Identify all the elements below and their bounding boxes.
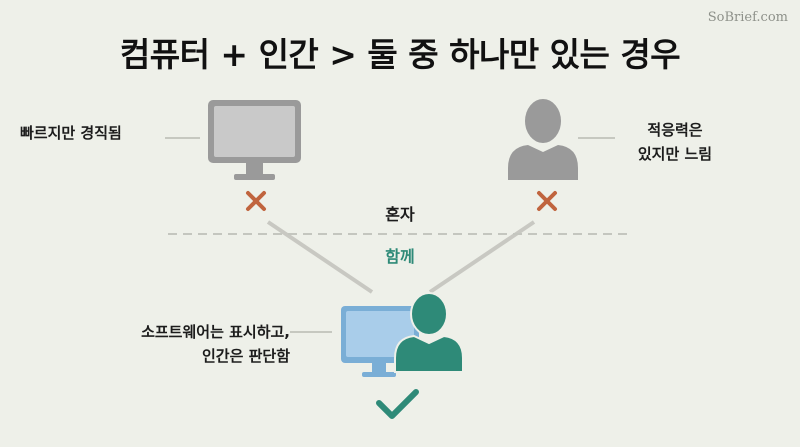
combined-line1: 소프트웨어는 표시하고, xyxy=(141,323,290,341)
x-mark-icon xyxy=(537,191,557,211)
computer-alone-label: 빠르지만 경직됨 xyxy=(20,124,122,142)
human-alone-line1: 적응력은 xyxy=(647,121,703,139)
alone-label: 혼자 xyxy=(385,205,415,224)
human-alone-line2: 있지만 느림 xyxy=(637,145,713,163)
combined-label: 소프트웨어는 표시하고, 인간은 판단함 xyxy=(40,320,290,368)
combined-person-icon xyxy=(394,292,464,373)
monitor-icon xyxy=(208,100,301,180)
x-mark-icon xyxy=(246,191,266,211)
human-alone-label: 적응력은 있지만 느림 xyxy=(620,118,730,166)
page-title: 컴퓨터 + 인간 > 둘 중 하나만 있는 경우 xyxy=(119,35,681,74)
watermark: SoBrief.com xyxy=(707,10,788,25)
combined-line2: 인간은 판단함 xyxy=(201,347,290,365)
person-icon xyxy=(508,99,578,180)
path-computer-to-combined xyxy=(266,220,374,294)
together-label: 함께 xyxy=(385,247,415,266)
checkmark-icon xyxy=(376,389,419,419)
